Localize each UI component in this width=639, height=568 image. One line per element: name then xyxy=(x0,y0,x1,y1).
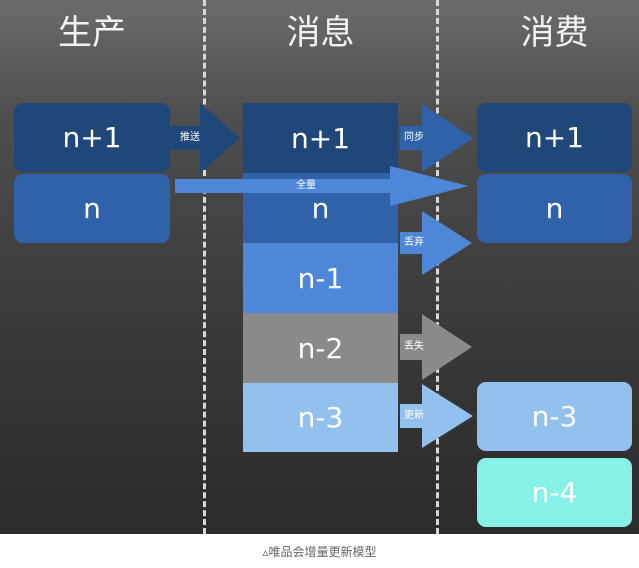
divider-right xyxy=(436,0,439,534)
message-block-n-minus-2: n-2 xyxy=(243,313,398,383)
consumer-title: 消费 xyxy=(520,13,589,53)
producer-title: 生产 xyxy=(58,13,126,53)
full-arrow-overlay-shape xyxy=(175,166,468,206)
update-label: 更新 xyxy=(404,410,424,421)
producer-block-n-plus-1: n+1 xyxy=(14,103,170,172)
message-block-n-plus-1: n+1 xyxy=(243,103,398,173)
caption-triangle-icon: ▵ xyxy=(262,545,269,559)
consumer-block-n-plus-1: n+1 xyxy=(477,103,632,172)
caption-text: 唯品会增量更新模型 xyxy=(268,545,377,559)
consumer-block-n-minus-3: n-3 xyxy=(477,382,632,451)
consumer-block-n-minus-4: n-4 xyxy=(477,458,632,527)
message-block-n-minus-1: n-1 xyxy=(243,243,398,313)
full-arrow-overlay xyxy=(175,166,468,206)
diagram-canvas: 生产 消息 消费 n+1 n n+1 n n-1 n-2 n-3 n+1 n n… xyxy=(0,0,639,534)
lost-arrow xyxy=(400,314,472,380)
update-arrow xyxy=(400,384,473,448)
consumer-block-n: n xyxy=(477,174,632,243)
push-arrow xyxy=(170,103,240,173)
message-title: 消息 xyxy=(286,13,355,53)
push-label: 推送 xyxy=(180,132,200,143)
message-block-n-minus-3: n-3 xyxy=(243,383,398,452)
lost-label: 丢失 xyxy=(404,341,424,352)
discard-arrow xyxy=(400,211,472,275)
discard-label: 丢弃 xyxy=(404,237,424,248)
divider-left xyxy=(203,0,206,534)
full-label: 全量 xyxy=(296,180,316,191)
figure-caption: ▵唯品会增量更新模型 xyxy=(0,540,639,564)
producer-block-n: n xyxy=(14,174,170,243)
sync-label: 同步 xyxy=(404,132,424,143)
sync-arrow xyxy=(400,104,473,172)
